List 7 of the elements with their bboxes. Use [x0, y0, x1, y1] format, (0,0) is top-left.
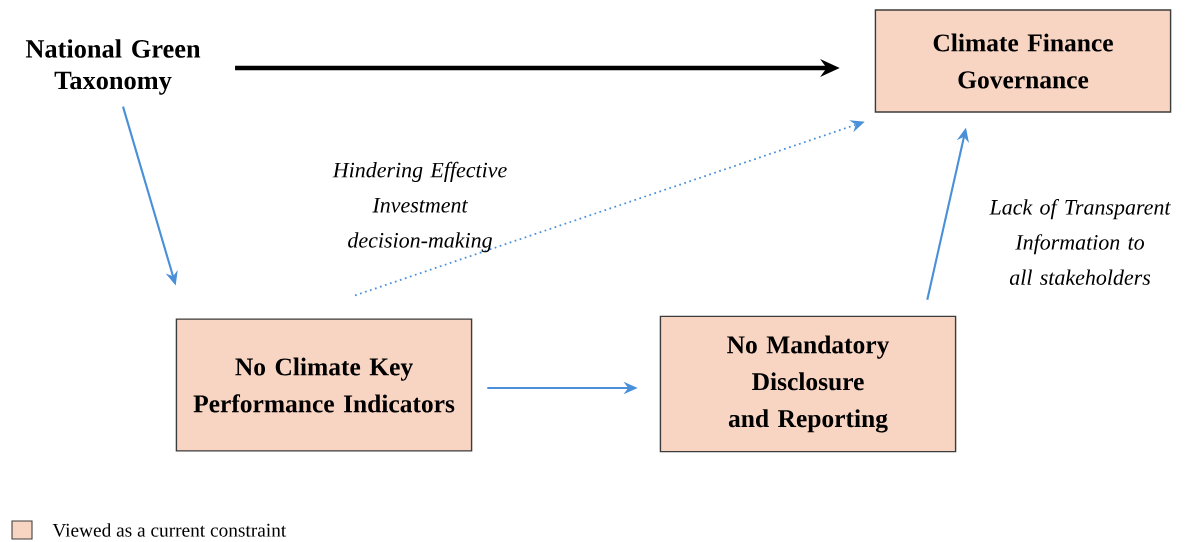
- edge-label: Hindering Effective Investment decision-making: [332, 161, 507, 253]
- node-label: National Green Taxonomy: [25, 39, 201, 95]
- constraint-box: Climate Finance Governance: [874, 9, 1172, 113]
- constraint-box: No Mandatory Disclosure and Reporting: [659, 315, 957, 453]
- legend-label: Viewed as a current constraint: [52, 523, 287, 537]
- edge-label: Lack of Transparent Information to all stakeholders: [989, 199, 1171, 285]
- constraint-box: No Climate Key Performance Indicators: [175, 318, 473, 452]
